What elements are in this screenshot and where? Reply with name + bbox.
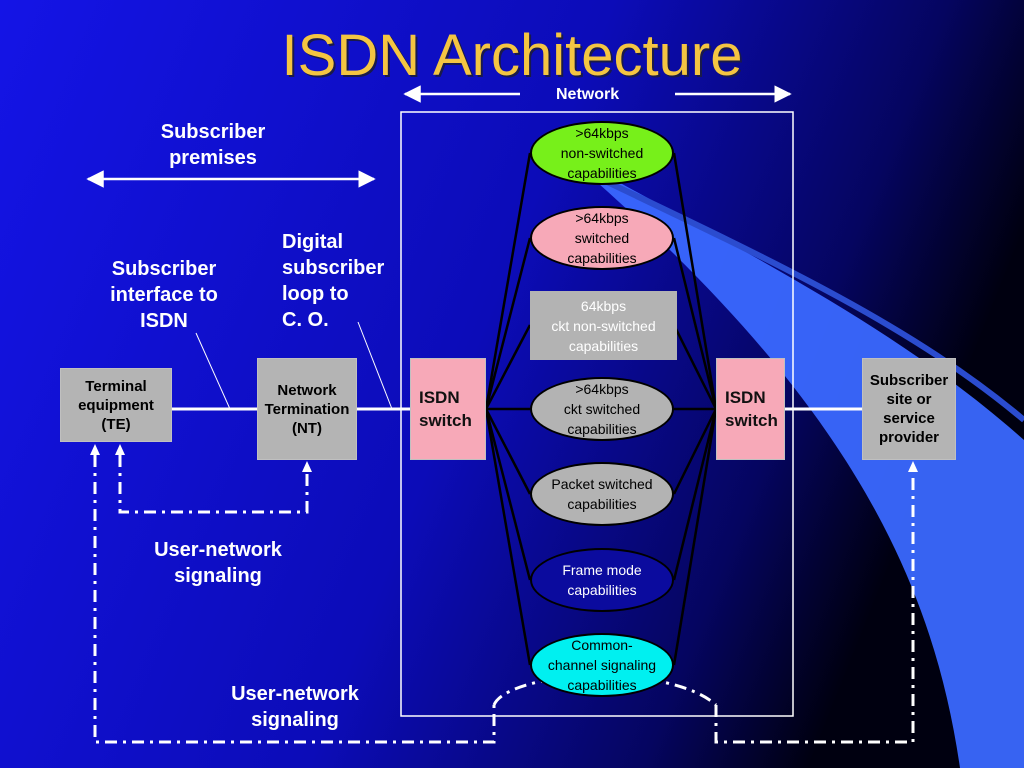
- capability-common-channel: Common- channel signaling capabilities: [530, 633, 674, 697]
- capability-ckt-switched: >64kbps ckt switched capabilities: [530, 377, 674, 441]
- network-termination-box: Network Termination (NT): [257, 358, 357, 460]
- network-label: Network: [556, 86, 620, 103]
- subscriber-premises-label: Subscriber premises: [160, 121, 266, 169]
- provider-box: Subscriber site or service provider: [862, 358, 956, 460]
- user-network-signaling-label-2: User-network signaling: [231, 683, 359, 731]
- capability-non-switched: >64kbps non-switched capabilities: [530, 121, 674, 185]
- network-boundary: [400, 111, 794, 717]
- isdn-switch-left: ISDN switch: [410, 358, 486, 460]
- subscriber-interface-label: Subscriber interface to ISDN: [110, 258, 218, 332]
- capability-switched: >64kbps switched capabilities: [530, 206, 674, 270]
- page-title: ISDN Architecture: [281, 23, 743, 88]
- capability-64kbps-non-switched: 64kbps ckt non-switched capabilities: [530, 291, 677, 360]
- terminal-equipment-box: Terminal equipment (TE): [60, 368, 172, 442]
- user-network-signaling-label-1: User-network signaling: [154, 539, 282, 587]
- capability-frame-mode: Frame mode capabilities: [530, 548, 674, 612]
- digital-loop-label: Digital subscriber loop to C. O.: [282, 231, 385, 331]
- capability-packet-switched: Packet switched capabilities: [530, 462, 674, 526]
- isdn-switch-right: ISDN switch: [716, 358, 785, 460]
